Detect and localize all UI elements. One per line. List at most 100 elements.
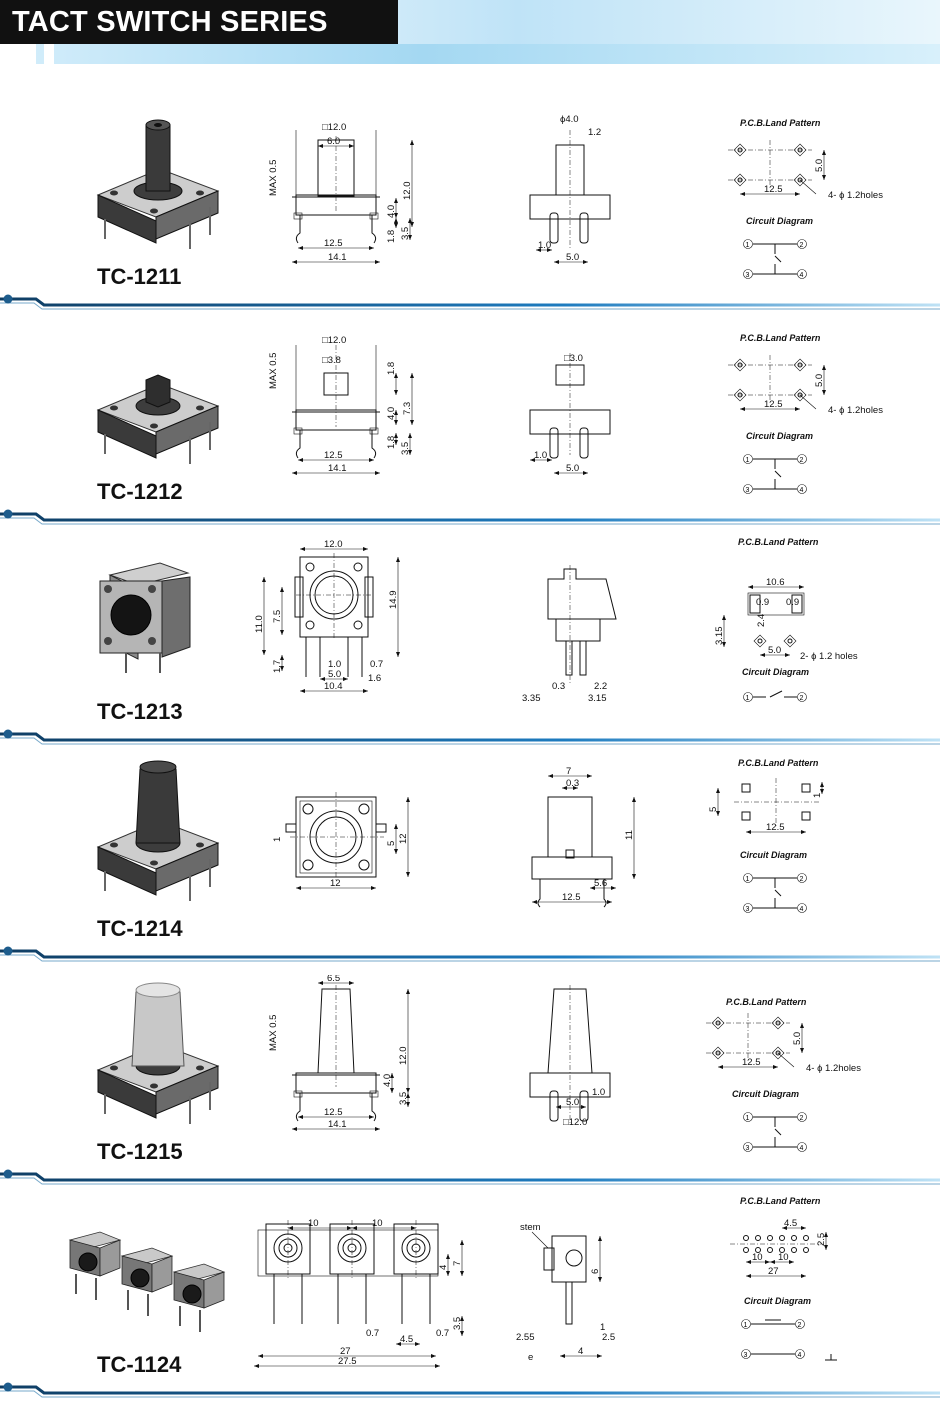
section-separator [0, 1382, 940, 1398]
pin-number: 4 [800, 487, 804, 494]
dimension-label: 1.0 [592, 1087, 605, 1098]
dimension-label: 5.0 [768, 645, 781, 656]
dimension-label: ϕ4.0 [560, 114, 579, 125]
dimension-label: MAX 0.5 [268, 353, 279, 389]
side-view-drawing: 1.05.0□12.0 [529, 985, 611, 1128]
pcb-title: P.C.B.Land Pattern [740, 118, 821, 128]
product-photo [96, 760, 220, 901]
dimension-label: 0.9 [786, 597, 799, 608]
dimension-label: 4 [438, 1265, 449, 1270]
dimension-label: □12.0 [322, 122, 346, 133]
product-photo [68, 1231, 226, 1332]
dimension-label: 10 [752, 1252, 763, 1263]
dimension-label: 1 [272, 837, 283, 842]
dimension-label: 3.5 [400, 442, 411, 455]
pin-number: 2 [800, 695, 804, 702]
dimension-label: 6.0 [327, 136, 340, 147]
pin-number: 4 [800, 272, 804, 279]
section-separator [0, 729, 940, 745]
page-title: TACT SWITCH SERIES [0, 0, 398, 44]
dimension-label: 2.2 [594, 681, 607, 692]
dimension-label: 11.0 [254, 615, 265, 633]
dimension-label: 3.5 [400, 227, 411, 240]
section-separator [0, 509, 940, 525]
dimension-label: 1.8 [386, 230, 397, 243]
dimension-label: 6 [590, 1269, 601, 1274]
dimension-label: 1 [812, 793, 823, 798]
pin-number: 3 [746, 487, 750, 494]
dimension-label: 3.35 [522, 693, 541, 704]
dimension-label: 27.5 [338, 1356, 357, 1367]
pin-number: 2 [798, 1322, 802, 1329]
dimension-label: 1.0 [328, 659, 341, 670]
dimension-label: 2.4 [756, 614, 767, 627]
header-strip [0, 44, 940, 64]
circuit-title: Circuit Diagram [742, 667, 809, 677]
dimension-label: 12 [330, 878, 341, 889]
dimension-label: 5.0 [814, 159, 825, 172]
dimension-label: □3.0 [564, 353, 583, 364]
dimension-label: 12.5 [764, 184, 783, 195]
pin-number: 1 [744, 1322, 748, 1329]
dimension-label: 27 [768, 1266, 779, 1277]
dimension-label: 1.8 [386, 362, 397, 375]
dimension-label: 14.9 [388, 591, 399, 610]
dimension-label: □12.0 [322, 335, 346, 346]
product-photo [96, 982, 220, 1124]
dimension-label: 2.5 [816, 1233, 827, 1246]
dimension-label: 12.0 [398, 1047, 409, 1066]
dimension-label: 11 [624, 830, 635, 840]
circuit-title: Circuit Diagram [740, 850, 807, 860]
section-separator [0, 1169, 940, 1185]
dimension-label: 12.5 [324, 450, 343, 461]
pin-number: 1 [746, 457, 750, 464]
dimension-label: 3.5 [398, 1092, 409, 1105]
pin-number: 3 [746, 272, 750, 279]
dimension-label: 4- ϕ 1.2holes [828, 190, 883, 201]
product-photo [99, 562, 191, 673]
dimension-label: 4.5 [784, 1218, 797, 1229]
pin-number: 2 [800, 876, 804, 883]
dimension-label: 0.7 [436, 1328, 449, 1339]
pin-number: 1 [746, 1115, 750, 1122]
dimension-label: 0.7 [366, 1328, 379, 1339]
dimension-label: 14.1 [328, 252, 347, 263]
dimension-label: 5.6 [594, 878, 607, 889]
pin-number: 4 [800, 1145, 804, 1152]
dimension-label: MAX 0.5 [268, 1015, 279, 1051]
pcb-land-pattern: P.C.B.Land Pattern 5.0 12.5 4- ϕ 1.2holes [728, 118, 883, 201]
product-photo [96, 119, 220, 249]
dimension-label: 4 [578, 1346, 583, 1357]
dimension-label: 12.5 [742, 1057, 761, 1068]
dimension-label: stem [520, 1222, 541, 1233]
circuit-title: Circuit Diagram [746, 216, 813, 226]
dimension-label: 7 [452, 1261, 463, 1266]
dimension-label: 1.0 [538, 240, 551, 251]
dimension-label: 14.1 [328, 463, 347, 474]
circuit-title: Circuit Diagram [744, 1296, 811, 1306]
dimension-label: 4- ϕ 1.2holes [828, 405, 883, 416]
dimension-label: 4- ϕ 1.2holes [806, 1063, 861, 1074]
dimension-label: 5.0 [566, 463, 579, 474]
dimension-label: 0.3 [566, 778, 579, 789]
